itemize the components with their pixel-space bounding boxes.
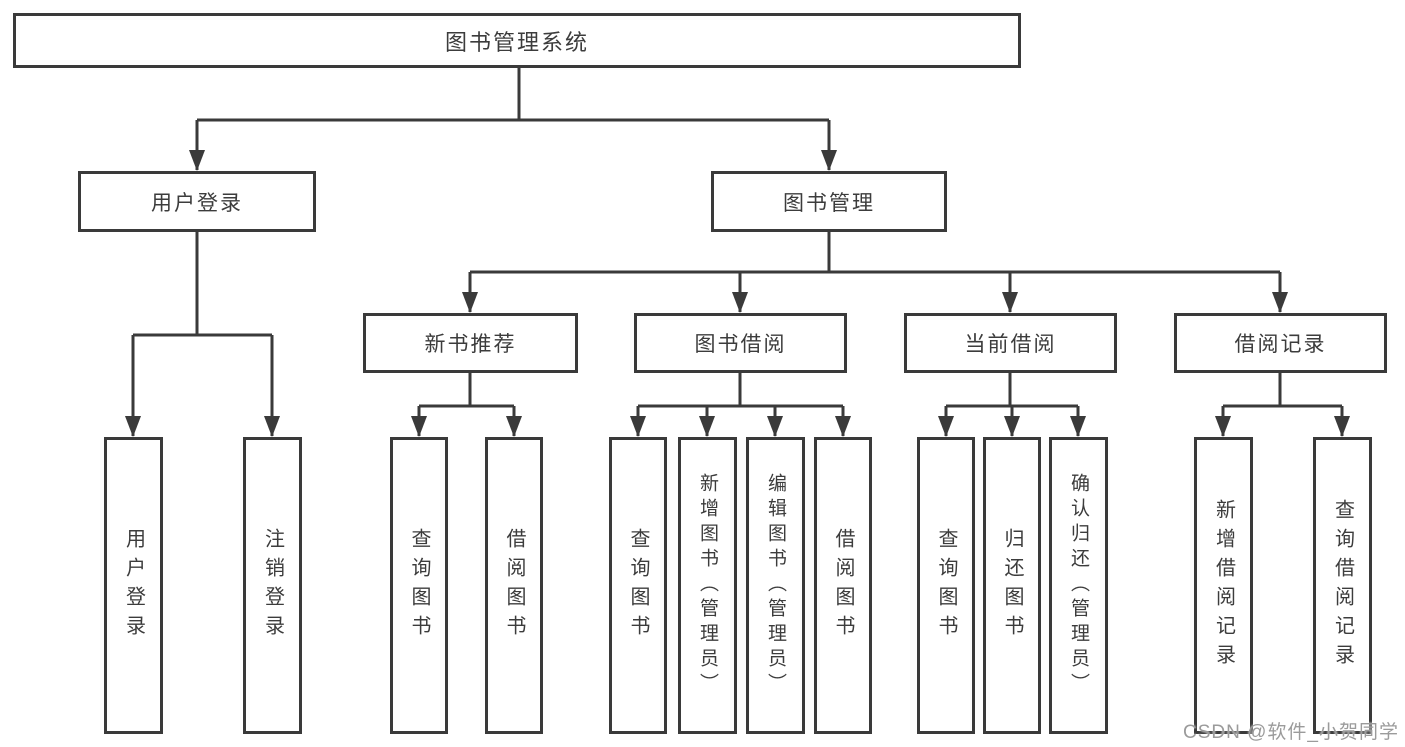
node-label: 当前借阅 <box>964 333 1057 356</box>
node-label: 新增借阅记录 <box>1212 498 1235 673</box>
leaf-query-books-borrow: 查询图书 <box>609 437 667 734</box>
leaf-add-books-admin: 新增图书（管理员） <box>678 437 737 734</box>
leaf-borrow-books-recommend: 借阅图书 <box>485 437 543 734</box>
node-label: 确认归还（管理员） <box>1068 473 1089 698</box>
leaf-return-books: 归还图书 <box>983 437 1041 734</box>
csdn-watermark: CSDN @软件_小贺同学 <box>1183 722 1399 743</box>
node-label: 图书借阅 <box>694 333 787 356</box>
node-label: 查询图书 <box>935 527 957 644</box>
node-label: 借阅图书 <box>503 527 525 644</box>
node-borrowing-records: 借阅记录 <box>1174 313 1387 373</box>
node-book-borrowing: 图书借阅 <box>634 313 847 373</box>
node-label: 新增图书（管理员） <box>697 473 718 698</box>
node-label: 用户登录 <box>151 191 243 215</box>
node-new-book-recommendation: 新书推荐 <box>363 313 578 373</box>
node-label: 借阅记录 <box>1234 333 1327 356</box>
node-label: 查询图书 <box>408 527 430 644</box>
leaf-query-borrow-record: 查询借阅记录 <box>1313 437 1372 734</box>
leaf-borrow-books: 借阅图书 <box>814 437 872 734</box>
node-label: 用户登录 <box>122 527 145 644</box>
node-label: 借阅图书 <box>832 527 854 644</box>
node-label: 新书推荐 <box>424 333 517 356</box>
node-label: 图书管理 <box>783 191 875 215</box>
node-label: 编辑图书（管理员） <box>765 473 786 698</box>
node-label: 图书管理系统 <box>444 29 589 55</box>
node-book-management: 图书管理 <box>711 171 947 232</box>
node-library-management-system: 图书管理系统 <box>13 13 1021 68</box>
node-label: 查询图书 <box>627 527 649 644</box>
leaf-user-login: 用户登录 <box>104 437 163 734</box>
leaf-query-books-current: 查询图书 <box>917 437 975 734</box>
node-user-login-branch: 用户登录 <box>78 171 316 232</box>
leaf-query-books-recommend: 查询图书 <box>390 437 448 734</box>
leaf-confirm-return-admin: 确认归还（管理员） <box>1049 437 1108 734</box>
node-label: 查询借阅记录 <box>1331 498 1354 673</box>
node-current-borrowing: 当前借阅 <box>904 313 1117 373</box>
node-label: 注销登录 <box>261 527 284 644</box>
leaf-logout: 注销登录 <box>243 437 302 734</box>
leaf-edit-books-admin: 编辑图书（管理员） <box>746 437 805 734</box>
leaf-add-borrow-record: 新增借阅记录 <box>1194 437 1253 734</box>
node-label: 归还图书 <box>1001 527 1023 644</box>
